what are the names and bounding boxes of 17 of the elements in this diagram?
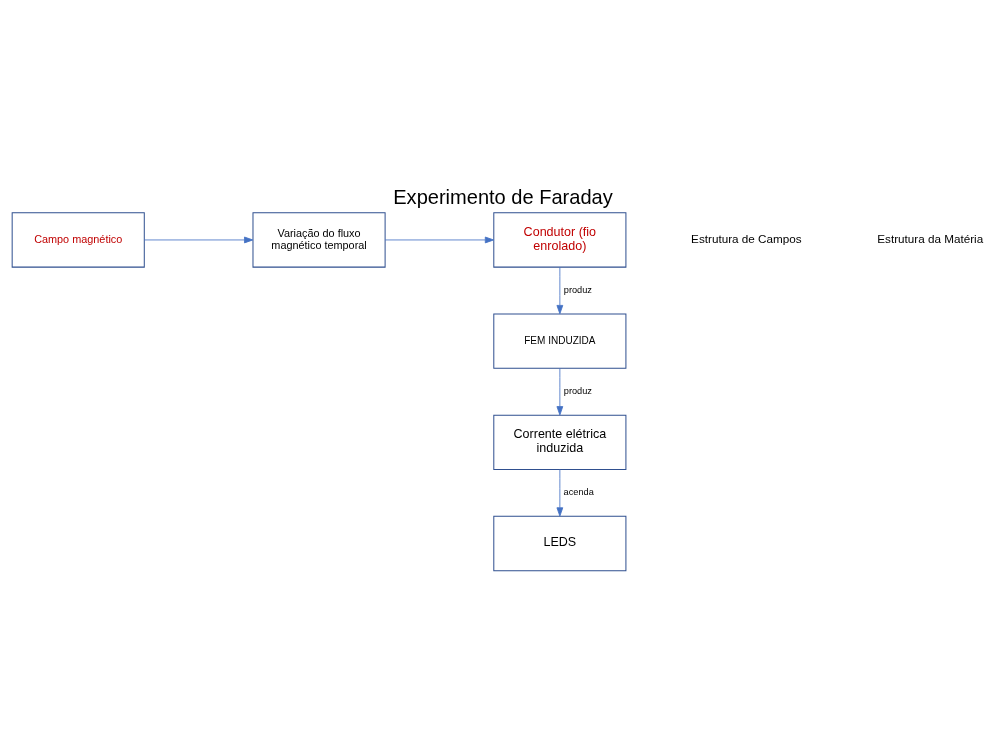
node-box: FEM INDUZIDA	[493, 313, 627, 369]
node-box: LEDS	[493, 515, 627, 572]
edge-label: produz	[563, 284, 592, 295]
arrow	[556, 367, 564, 416]
arrow	[143, 236, 254, 244]
diagram-title: Experimento de Faraday	[393, 185, 613, 208]
arrow	[556, 469, 564, 517]
arrow	[384, 236, 495, 244]
node-box: Variação do fluxo magnético temporal	[252, 212, 386, 268]
node-box: Condutor (fio enrolado)	[493, 212, 627, 268]
node-box: Corrente elétrica induzida	[493, 414, 627, 470]
edge-label: produz	[563, 386, 592, 397]
node-box: Campo magnético	[11, 212, 145, 268]
edge-label: acenda	[563, 487, 594, 498]
arrow	[556, 266, 564, 315]
label: Estrutura de Campos	[691, 232, 802, 246]
label: Estrutura da Matéria	[877, 232, 984, 246]
